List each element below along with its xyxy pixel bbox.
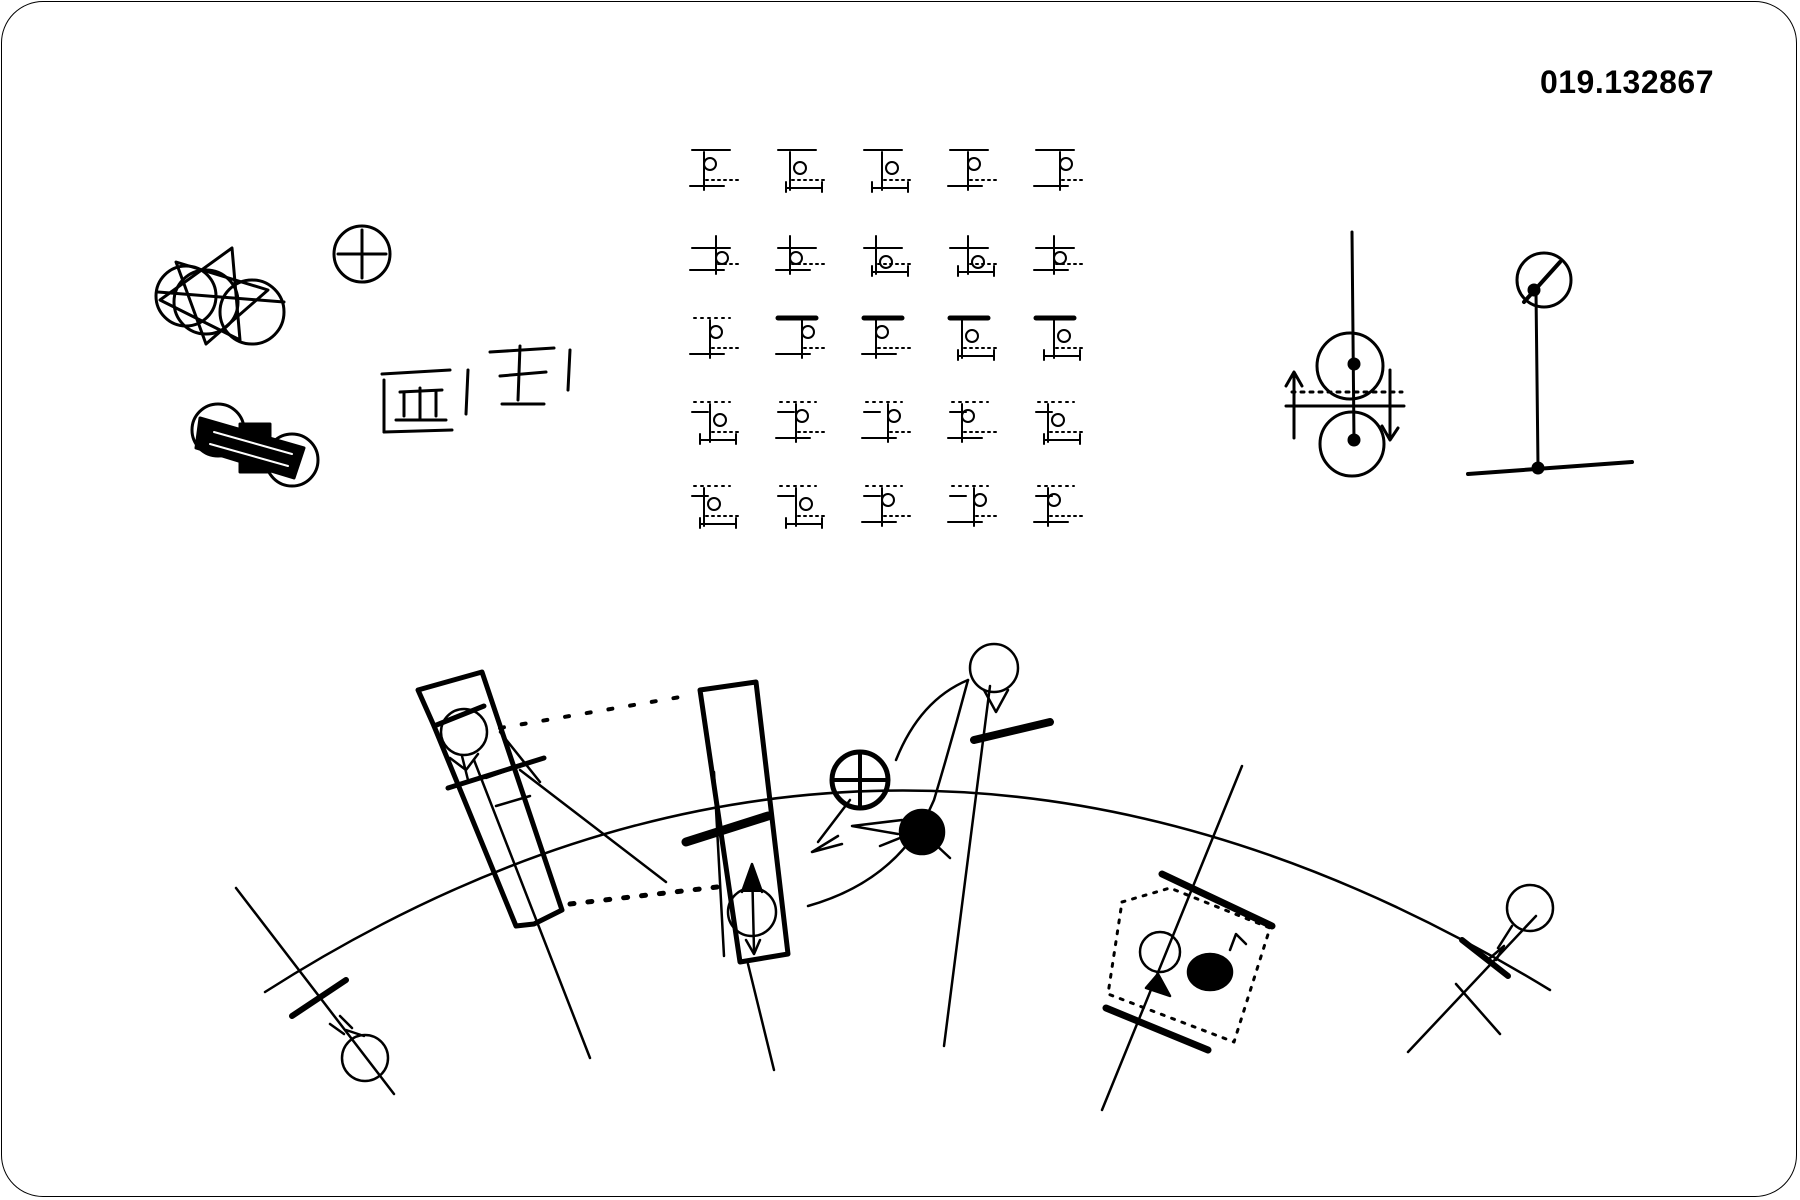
glyph-cell xyxy=(776,236,826,274)
pin-on-ground-icon xyxy=(1468,253,1632,474)
station-6 xyxy=(1102,766,1272,1110)
symbol-cluster-left xyxy=(156,226,570,486)
glyph-cell xyxy=(692,486,740,528)
glyph-cell xyxy=(692,402,740,444)
glyph-cell xyxy=(1036,402,1084,444)
glyph-cell xyxy=(948,150,998,190)
station-7 xyxy=(1408,885,1553,1052)
overlapping-circles-icon xyxy=(156,248,284,344)
double-circle-axis-icon xyxy=(1286,232,1404,476)
arc-diagram xyxy=(236,644,1553,1110)
glyph-cell xyxy=(778,150,826,192)
glyph-cell xyxy=(690,318,740,358)
glyph-grid xyxy=(690,150,1084,528)
glyph-cell xyxy=(776,318,826,358)
glyph-cell xyxy=(690,150,740,190)
ladder-block-icon xyxy=(192,404,318,486)
axis-figure-right xyxy=(1286,232,1632,476)
glyph-cell xyxy=(862,318,912,358)
glyph-cell xyxy=(1034,150,1084,190)
glyph-cell xyxy=(690,236,740,274)
handwritten-glyph-pair xyxy=(382,346,570,432)
glyph-cell xyxy=(862,402,912,442)
station-1 xyxy=(236,888,394,1094)
station-2 xyxy=(418,672,726,1058)
glyph-cell xyxy=(1034,486,1084,526)
glyph-cell xyxy=(1034,236,1084,274)
glyph-cell xyxy=(1036,318,1084,360)
glyph-cell xyxy=(950,236,998,276)
glyph-cell xyxy=(778,486,826,528)
glyph-cell xyxy=(862,486,912,526)
glyph-cell xyxy=(864,236,912,276)
glyph-cell xyxy=(776,402,826,442)
circled-cross-icon xyxy=(334,226,390,282)
glyph-cell xyxy=(948,402,998,442)
glyph-cell xyxy=(948,486,998,526)
glyph-cell xyxy=(950,318,998,360)
glyph-cell xyxy=(864,150,912,192)
station-3 xyxy=(686,682,788,1070)
